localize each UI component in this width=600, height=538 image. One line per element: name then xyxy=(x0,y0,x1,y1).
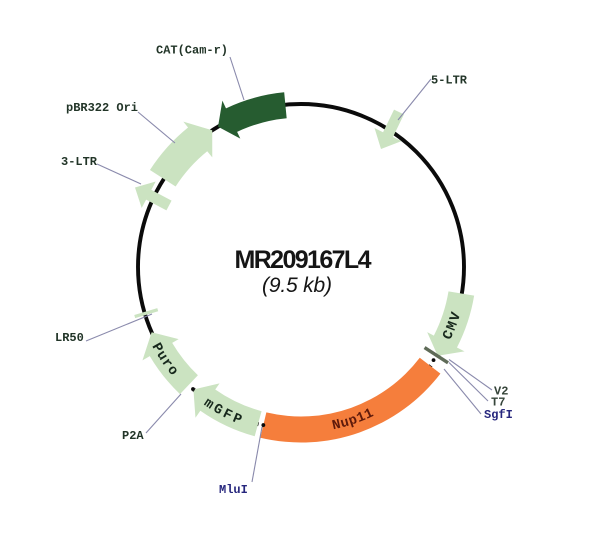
svg-text:MluI: MluI xyxy=(219,483,248,497)
svg-text:3-LTR: 3-LTR xyxy=(61,155,98,169)
svg-text:P2A: P2A xyxy=(122,429,144,443)
svg-text:(9.5 kb): (9.5 kb) xyxy=(262,274,332,297)
svg-text:SgfI: SgfI xyxy=(484,408,513,422)
svg-text:LR50: LR50 xyxy=(55,331,84,345)
svg-text:5-LTR: 5-LTR xyxy=(431,74,468,88)
svg-text:pBR322 Ori: pBR322 Ori xyxy=(66,101,138,115)
svg-text:CAT(Cam-r): CAT(Cam-r) xyxy=(156,44,228,58)
svg-text:MR209167L4: MR209167L4 xyxy=(235,246,372,274)
svg-text:T7: T7 xyxy=(491,396,505,410)
svg-text:V2: V2 xyxy=(494,385,508,399)
